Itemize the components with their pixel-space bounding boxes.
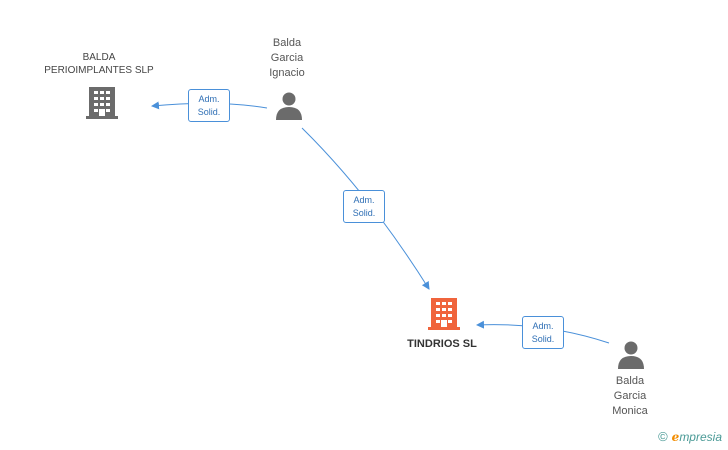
person-icon[interactable] bbox=[618, 341, 644, 370]
person-name-line: Garcia bbox=[613, 390, 647, 402]
edge-label-line: Solid. bbox=[352, 208, 376, 218]
edge-label-adm-solid[interactable]: Adm. Solid. bbox=[522, 316, 564, 349]
edge-label-line: Solid. bbox=[531, 334, 555, 344]
company-label-balda-perioimplantes[interactable]: BALDA PERIOIMPLANTES SLP bbox=[32, 51, 166, 77]
person-icon[interactable] bbox=[276, 92, 302, 121]
person-name-line: Balda bbox=[615, 375, 645, 387]
edge-label-adm-solid[interactable]: Adm. Solid. bbox=[188, 89, 230, 122]
company-name-line: PERIOIMPLANTES SLP bbox=[44, 65, 154, 76]
company-label-tindrios[interactable]: TINDRIOS SL bbox=[392, 337, 492, 352]
person-name-line: Monica bbox=[612, 405, 648, 417]
edge-label-line: Solid. bbox=[197, 107, 221, 117]
copyright-symbol: © bbox=[658, 429, 668, 444]
person-label-balda-garcia-monica[interactable]: Balda Garcia Monica bbox=[594, 374, 666, 419]
edge-label-adm-solid[interactable]: Adm. Solid. bbox=[343, 190, 385, 223]
person-label-balda-garcia-ignacio[interactable]: Balda Garcia Ignacio bbox=[250, 36, 324, 81]
person-name-line: Balda bbox=[272, 37, 302, 49]
person-name-line: Ignacio bbox=[269, 67, 305, 79]
brand-logo-initial: e bbox=[671, 430, 680, 444]
company-name-line: TINDRIOS SL bbox=[407, 338, 477, 350]
person-name-line: Garcia bbox=[270, 52, 304, 64]
edge-label-line: Adm. bbox=[198, 94, 220, 104]
edge-label-line: Adm. bbox=[353, 195, 375, 205]
building-icon[interactable] bbox=[428, 298, 460, 330]
building-icon[interactable] bbox=[86, 87, 118, 119]
brand-logo-text: mpresia bbox=[679, 430, 722, 444]
footer-brand: ©empresia bbox=[658, 429, 722, 444]
company-name-line: BALDA bbox=[82, 52, 116, 63]
edge-label-line: Adm. bbox=[532, 321, 554, 331]
